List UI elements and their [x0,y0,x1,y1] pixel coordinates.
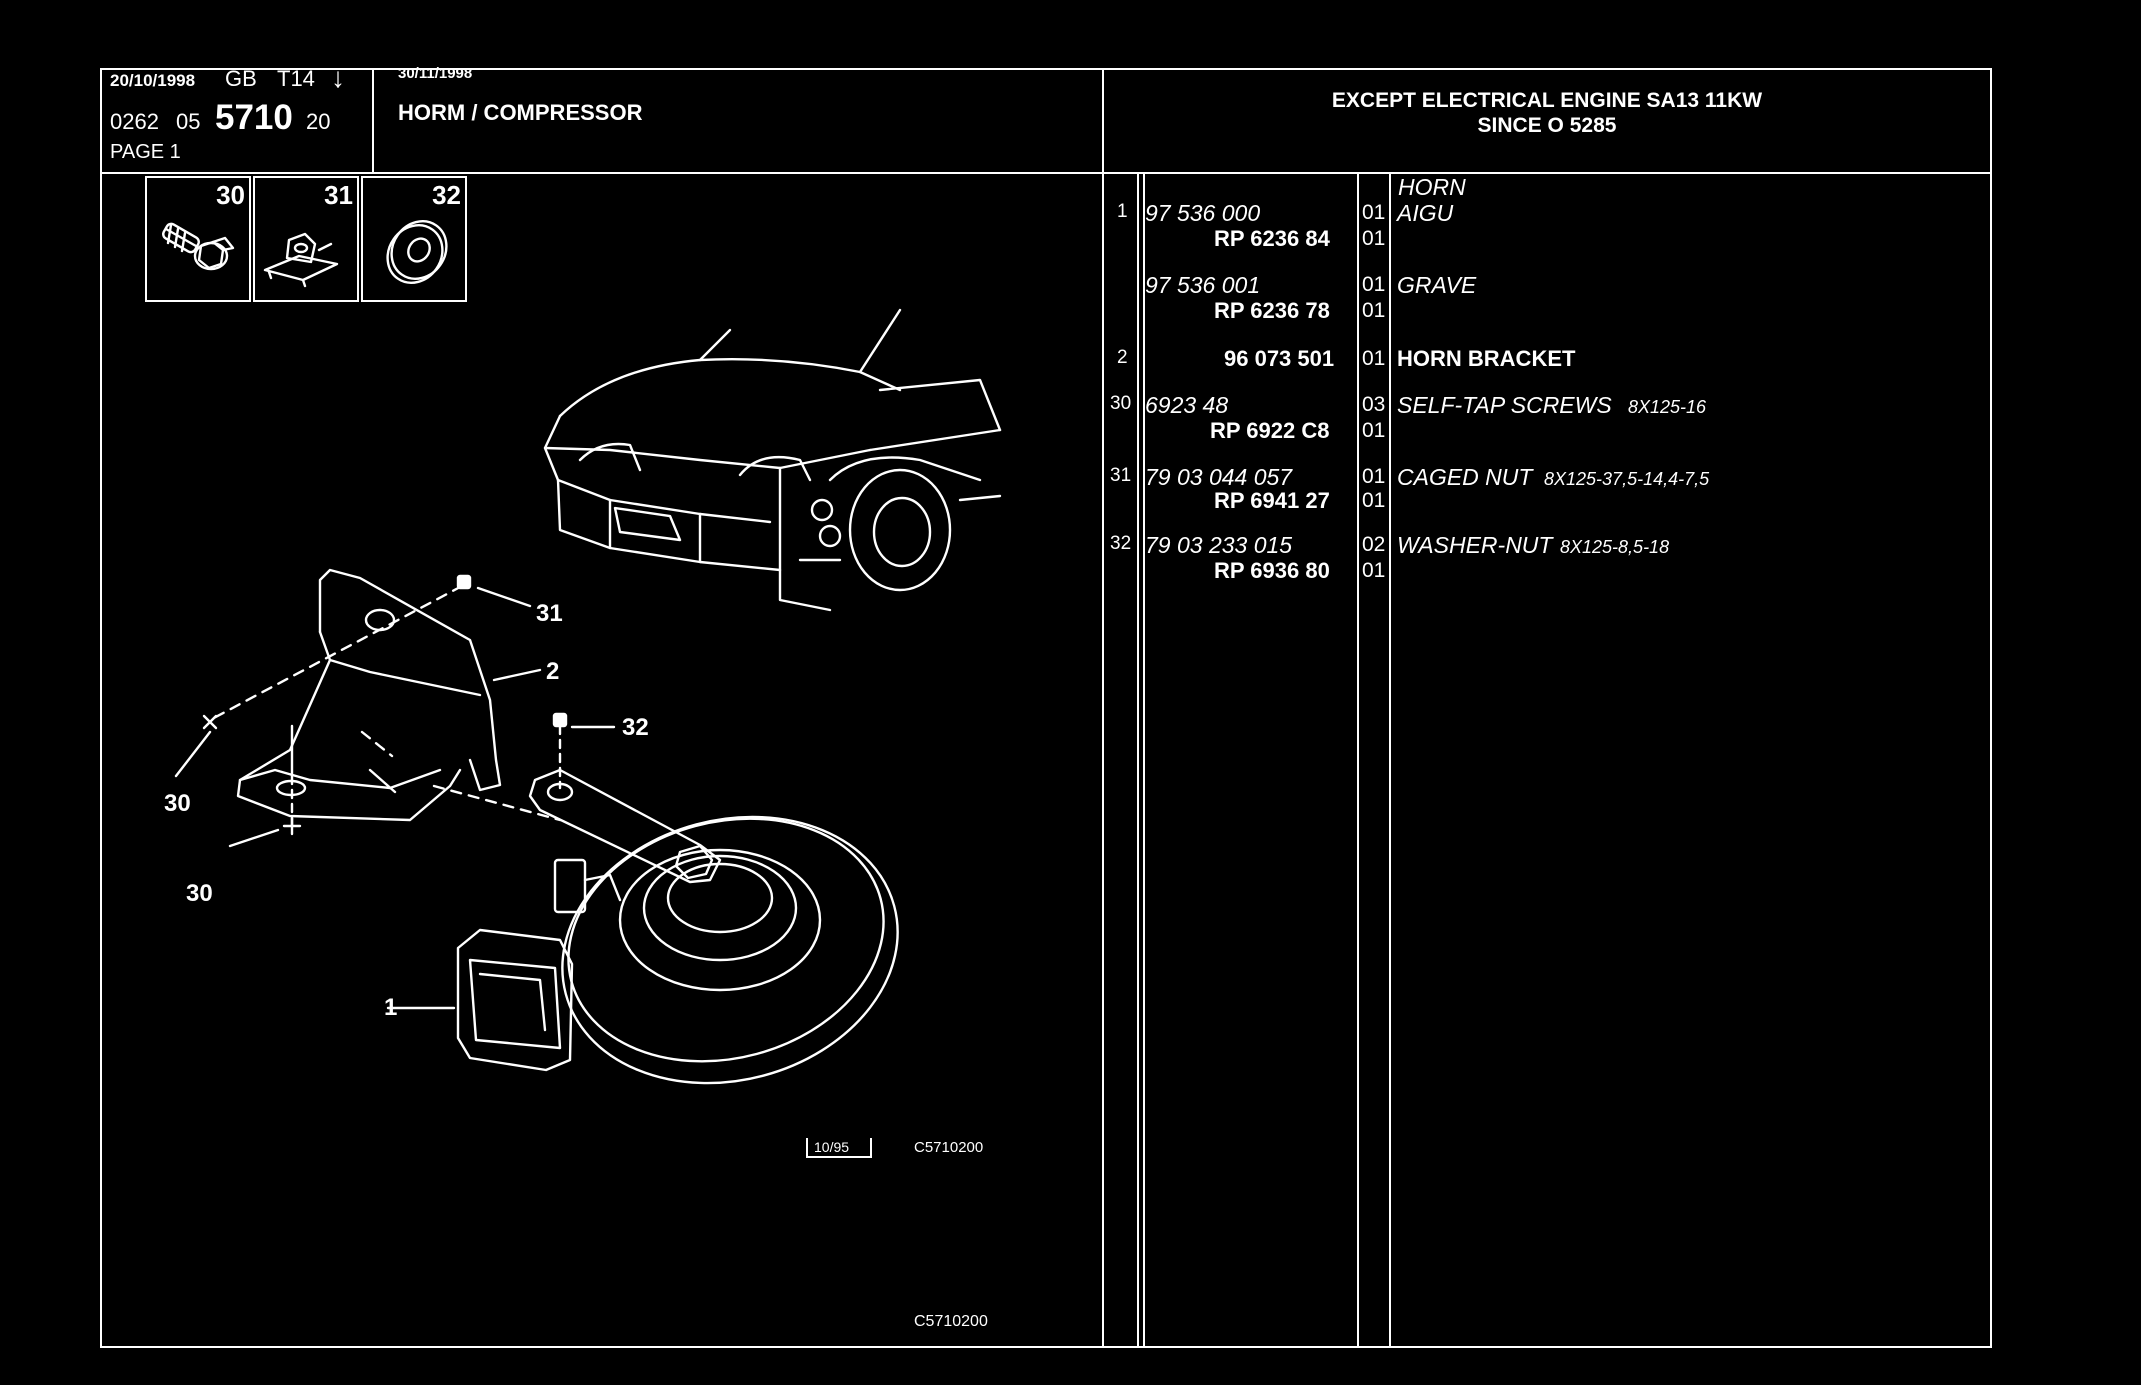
part-description: HORN BRACKET [1397,346,1576,371]
parts-row: RP 6236 78 01 [0,300,2141,322]
header-page: PAGE 1 [110,141,181,163]
part-spec: 8X125-16 [1628,397,1707,417]
drawing-code: C5710200 [914,1139,984,1156]
part-rp: RP 6922 C8 [1210,418,1330,443]
parts-row: HORN [0,176,2141,199]
part-qty: 01 [1362,201,1386,224]
part-spec: 8X125-37,5-14,4-7,5 [1544,469,1710,489]
leader-lines [174,574,616,1010]
horn-icon [456,768,899,1085]
part-qty: 03 [1362,393,1386,416]
callout-32: 32 [622,714,649,741]
washer-nut-icon [386,220,448,284]
part-rp: 96 073 501 [1224,346,1335,371]
header-date-2: 30/11/1998 [398,65,473,82]
header-ref-c: 20 [306,109,331,134]
part-rp: RP 6236 84 [1214,226,1330,251]
callout-31: 31 [536,600,563,627]
caged-nut-icon [263,232,339,288]
thumbnail-caged-nut: 31 [253,176,359,302]
part-rp: RP 6941 27 [1214,488,1330,513]
exploded-parts-diagram [174,308,1002,1085]
applicability-note-line-2: SINCE O 5285 [1477,114,1617,137]
parts-row: 2 96 073 501 01 HORN BRACKET [0,348,2141,370]
parts-row: 30 6923 48 03 SELF-TAP SCREWS 8X125-16 [0,394,2141,417]
part-description: GRAVE [1397,272,1477,298]
part-ref: 97 536 001 [1145,272,1261,298]
part-ref: 6923 48 [1145,392,1229,418]
part-qty: 01 [1362,299,1386,322]
drawing-date-box [806,1138,872,1158]
part-description: AIGU [1397,200,1454,226]
parts-row: 32 79 03 233 015 02 WASHER-NUT 8X125-8,5… [0,534,2141,557]
thumbnail-washer-nut: 32 [361,176,467,302]
thumbnail-number: 30 [216,180,245,210]
part-qty: 01 [1362,347,1386,370]
col-rule-item-left [1137,172,1139,1348]
part-ref: 79 03 233 015 [1145,532,1293,558]
drawing-date: 10/95 [814,1139,850,1155]
col-rule-item-right [1143,172,1145,1348]
header-date: 20/10/1998 [110,71,196,90]
part-rp: RP 6236 78 [1214,298,1330,323]
part-ref: 97 536 000 [1145,200,1261,226]
thumbnail-number: 32 [432,180,461,210]
part-item: 30 [1110,393,1132,414]
part-spec: 8X125-8,5-18 [1560,537,1670,557]
callout-30-upper: 30 [164,790,191,817]
parts-row: RP 6941 27 01 [0,490,2141,512]
header-language: GB [225,66,257,91]
thumbnail-screw: 30 [145,176,251,302]
callout-2: 2 [546,658,560,685]
part-item: 2 [1117,347,1128,368]
part-description: SELF-TAP SCREWS [1397,392,1612,418]
header-code: T14 [277,66,315,91]
page-title: HORM / COMPRESSOR [398,100,643,125]
part-qty: 01 [1362,465,1386,488]
header-ref-a: 0262 [110,109,159,134]
down-arrow-icon: ↓ [331,62,345,93]
part-description: HORN [1398,174,1466,200]
applicability-note-line-1: EXCEPT ELECTRICAL ENGINE SA13 11KW [1331,89,1763,112]
col-rule-qty-left [1357,172,1359,1348]
part-rp: RP 6936 80 [1214,558,1330,583]
part-qty: 01 [1362,489,1386,512]
parts-row: 31 79 03 044 057 01 CAGED NUT 8X125-37,5… [0,466,2141,489]
callout-30-lower: 30 [186,880,213,907]
part-qty: 01 [1362,273,1386,296]
callout-1: 1 [384,994,398,1021]
thumbnail-number: 31 [324,180,353,210]
screw-icon [162,222,235,271]
parts-row: RP 6936 80 01 [0,560,2141,582]
parts-row: RP 6236 84 01 [0,228,2141,250]
part-description: CAGED NUT [1397,464,1533,490]
parts-sheet-frame [100,68,1992,1348]
divider-left-right [1102,68,1104,1348]
part-qty: 01 [1362,419,1386,442]
part-qty: 01 [1362,227,1386,250]
part-qty: 01 [1362,559,1386,582]
header-bottom-rule [100,172,1992,174]
car-front-icon [543,308,1002,612]
parts-row: RP 6922 C8 01 [0,420,2141,442]
parts-row: 1 97 536 000 01 AIGU [0,202,2141,225]
part-description: WASHER-NUT [1397,532,1553,558]
footer-code: C5710200 [914,1313,988,1330]
header-divider [372,68,374,172]
col-rule-qty-right [1389,172,1391,1348]
part-item: 1 [1117,201,1128,222]
part-qty: 02 [1362,533,1386,556]
header-ref-main: 5710 [215,98,293,137]
part-item: 31 [1110,465,1132,486]
part-ref: 79 03 044 057 [1145,464,1293,490]
header-ref-b: 05 [176,109,201,134]
parts-row: 97 536 001 01 GRAVE [0,274,2141,297]
part-item: 32 [1110,533,1132,554]
